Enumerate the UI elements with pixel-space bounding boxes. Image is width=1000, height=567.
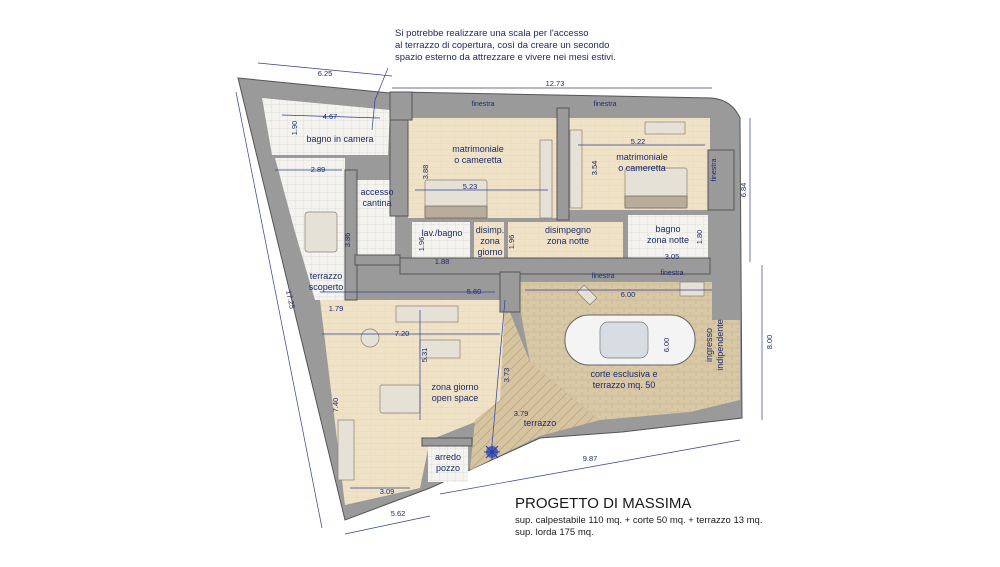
note-line-2: al terrazzo di copertura, così da creare… <box>395 40 609 51</box>
car <box>564 314 696 366</box>
dim-305: 3.05 <box>665 252 680 261</box>
label-arredo-pozzo-line2: pozzo <box>436 463 460 473</box>
plan-stats-2: sup. lorda 175 mq. <box>515 527 594 538</box>
dim-196a: 1.96 <box>417 237 426 252</box>
wall-pozzo <box>421 437 473 447</box>
label-bagno-notte-line2: zona notte <box>647 235 689 245</box>
dim-1273: 12.73 <box>546 79 565 88</box>
dim-467: 4.67 <box>323 112 338 121</box>
label-zona-giorno-line1: zona giorno <box>431 382 478 392</box>
dim-987: 9.87 <box>583 454 598 463</box>
label-disimpegno-notte-line1: disimpegno <box>545 225 591 235</box>
label-matrimoniale-2-line1: matrimoniale <box>616 152 668 162</box>
label-matrimoniale-2-line2: o cameretta <box>618 163 666 173</box>
window-labels: finestra finestra finestra finestra fine… <box>472 101 718 280</box>
label-ingresso-line1: ingresso <box>704 328 714 362</box>
wall-cantina <box>344 169 358 301</box>
floor-arredo-pozzo <box>428 444 468 482</box>
label-bagno-camera: bagno in camera <box>306 134 373 144</box>
label-disimp-giorno-line3: giorno <box>477 247 502 257</box>
plant-icon <box>484 444 500 460</box>
dim-373: 3.73 <box>502 368 511 383</box>
label-lav-bagno: lav./bagno <box>422 228 463 238</box>
dim-196b: 1.96 <box>507 235 516 250</box>
label-terrazzo-scoperto-line2: scoperto <box>309 282 344 292</box>
dimension-labels: 6.25 12.73 4.67 1.90 2.89 3.88 5.23 3.54… <box>284 69 774 518</box>
dim-600a: 6.00 <box>621 290 636 299</box>
dim-188: 1.88 <box>435 257 450 266</box>
dim-379: 3.79 <box>514 409 529 418</box>
label-disimp-giorno-line1: disimp. <box>476 225 505 235</box>
dim-388: 3.88 <box>421 165 430 180</box>
dim-740: 7.40 <box>331 398 340 413</box>
dimension-lines <box>235 62 763 535</box>
label-corte-line2: terrazzo mq. 50 <box>593 380 656 390</box>
window-label-4: finestra <box>592 273 615 280</box>
note-line-1: Si potrebbe realizzare una scala per l'a… <box>395 28 589 39</box>
floor-bagno-notte <box>628 215 708 259</box>
dim-1725: 17.25 <box>284 289 297 309</box>
label-terrazzo: terrazzo <box>524 418 557 428</box>
window-label-5: finestra <box>661 270 684 277</box>
label-ingresso-line2: indipendente <box>715 319 725 371</box>
floor-disimpegno-notte <box>508 222 623 258</box>
window-label-3: finestra <box>711 158 718 181</box>
floor-bagno-camera <box>262 98 390 155</box>
label-accesso-cantina-line1: accesso <box>360 187 393 197</box>
label-terrazzo-scoperto-line1: terrazzo <box>310 271 343 281</box>
dim-190a: 1.90 <box>290 121 299 136</box>
note-line-3: spazio esterno da attrezzare e vivere ne… <box>395 52 616 63</box>
dim-560: 5.60 <box>467 287 482 296</box>
dim-309: 3.09 <box>380 487 395 496</box>
label-matrimoniale-1-line2: o cameretta <box>454 155 502 165</box>
window-label-1: finestra <box>472 101 495 108</box>
dim-562: 5.62 <box>391 509 406 518</box>
dim-531: 5.31 <box>420 348 429 363</box>
room-labels: bagno in camera matrimoniale o cameretta… <box>306 134 725 473</box>
label-accesso-cantina-line2: cantina <box>362 198 391 208</box>
label-zona-giorno-line2: open space <box>432 393 479 403</box>
dim-179: 1.79 <box>329 304 344 313</box>
dim-684: 6.84 <box>739 183 748 198</box>
design-note: Si potrebbe realizzare una scala per l'a… <box>395 28 616 63</box>
wall-giorno-corte <box>499 271 521 313</box>
floor-terrazzo <box>470 300 600 470</box>
wall-top-break <box>389 91 413 121</box>
plan-title: PROGETTO DI MASSIMA <box>515 495 691 512</box>
footer: PROGETTO DI MASSIMA sup. calpestabile 11… <box>515 495 762 538</box>
wall-bed-bath <box>707 149 735 211</box>
furniture <box>304 121 705 481</box>
label-disimpegno-notte-line2: zona notte <box>547 236 589 246</box>
dim-386: 3.86 <box>343 233 352 248</box>
window-label-2: finestra <box>594 101 617 108</box>
wall-bath-bed <box>389 103 409 217</box>
label-corte-line1: corte esclusiva e <box>590 369 657 379</box>
dim-289: 2.89 <box>311 165 326 174</box>
dim-522: 5.22 <box>631 137 646 146</box>
label-disimp-giorno-line2: zona <box>480 236 500 246</box>
wall-bed-bed <box>556 107 570 221</box>
dim-720: 7.20 <box>395 329 410 338</box>
dim-800: 8.00 <box>765 335 774 350</box>
dim-600b: 6.00 <box>662 338 671 353</box>
wall-corridor <box>399 257 711 275</box>
plan-stats-1: sup. calpestabile 110 mq. + corte 50 mq.… <box>515 515 762 526</box>
label-matrimoniale-1-line1: matrimoniale <box>452 144 504 154</box>
dim-625: 6.25 <box>318 69 333 78</box>
label-bagno-notte-line1: bagno <box>655 224 680 234</box>
floor-accesso-cantina <box>355 180 395 255</box>
label-arredo-pozzo-line1: arredo <box>435 452 461 462</box>
dim-354: 3.54 <box>590 161 599 176</box>
dim-523: 5.23 <box>463 182 478 191</box>
wall-stair-left <box>354 254 401 266</box>
dim-180: 1.80 <box>695 230 704 245</box>
